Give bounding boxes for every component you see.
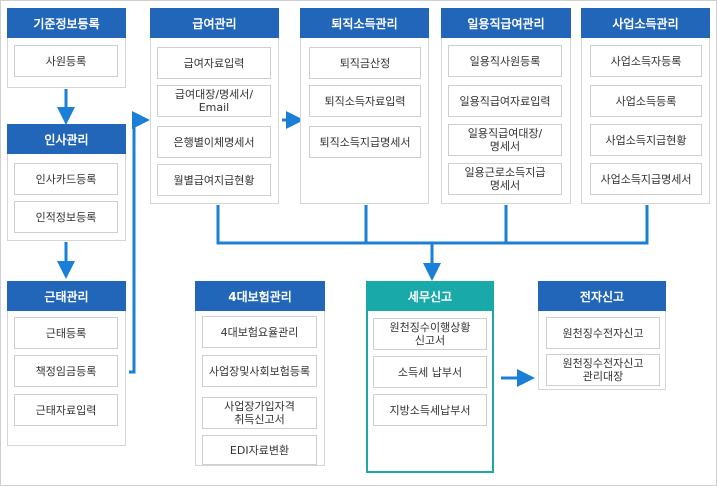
panel-title-tax: 세무신고 <box>366 281 494 311</box>
menu-item-efile-1[interactable]: 원천징수전자신고 관리대장 <box>546 354 660 386</box>
panel-title-business: 사업소득관리 <box>581 8 710 38</box>
menu-item-insurance-3[interactable]: EDI자료변환 <box>202 435 317 465</box>
menu-item-daily-0[interactable]: 일용직사원등록 <box>448 45 562 77</box>
menu-item-attendance-2[interactable]: 근태자료입력 <box>14 394 118 426</box>
menu-item-attendance-1[interactable]: 책정임금등록 <box>14 355 118 387</box>
connector-to-payroll <box>129 111 150 374</box>
menu-item-hr-1[interactable]: 인적정보등록 <box>14 201 118 233</box>
menu-item-tax-1[interactable]: 소득세 납부서 <box>373 356 487 388</box>
menu-item-business-2[interactable]: 사업소득지급현황 <box>590 124 702 156</box>
panel-title-insurance: 4대보험관리 <box>195 281 325 311</box>
menu-item-insurance-0[interactable]: 4대보험요율관리 <box>202 316 317 348</box>
menu-item-insurance-2[interactable]: 사업장가입자격 취득신고서 <box>202 397 317 429</box>
menu-item-hr-0[interactable]: 인사카드등록 <box>14 163 118 195</box>
menu-item-attendance-0[interactable]: 근태등록 <box>14 317 118 349</box>
menu-item-retire-1[interactable]: 퇴직소득자료입력 <box>309 85 421 117</box>
menu-item-daily-1[interactable]: 일용직급여자료입력 <box>448 85 562 117</box>
menu-item-daily-2[interactable]: 일용직급여대장/ 명세서 <box>448 124 562 156</box>
panel-title-attendance: 근태관리 <box>7 281 126 311</box>
menu-item-tax-2[interactable]: 지방소득세납부서 <box>373 394 487 426</box>
menu-item-retire-2[interactable]: 퇴직소득지급명세서 <box>309 126 421 158</box>
menu-item-retire-0[interactable]: 퇴직금산정 <box>309 47 421 79</box>
menu-item-tax-0[interactable]: 원천징수이행상황 신고서 <box>373 318 487 350</box>
menu-item-insurance-1[interactable]: 사업장및사회보험등록 <box>202 355 317 387</box>
panel-title-basic: 기준정보등록 <box>7 8 126 38</box>
menu-item-basic-0[interactable]: 사원등록 <box>14 45 118 77</box>
panel-title-hr: 인사관리 <box>7 124 126 154</box>
menu-item-payroll-1[interactable]: 급여대장/명세서/ Email <box>157 85 271 117</box>
menu-item-business-0[interactable]: 사업소득자등록 <box>590 45 702 77</box>
menu-item-business-3[interactable]: 사업소득지급명세서 <box>590 163 702 195</box>
menu-item-business-1[interactable]: 사업소득등록 <box>590 85 702 117</box>
menu-item-payroll-3[interactable]: 월별급여지급현황 <box>157 164 271 196</box>
panel-title-payroll: 급여관리 <box>150 8 279 38</box>
panel-title-efile: 전자신고 <box>538 281 666 311</box>
menu-item-payroll-2[interactable]: 은행별이체명세서 <box>157 126 271 158</box>
menu-item-efile-0[interactable]: 원천징수전자신고 <box>546 317 660 349</box>
menu-item-daily-3[interactable]: 일용근로소득지급 명세서 <box>448 163 562 195</box>
panel-title-retire: 퇴직소득관리 <box>300 8 429 38</box>
menu-item-payroll-0[interactable]: 급여자료입력 <box>157 47 271 79</box>
merge-line <box>216 205 649 245</box>
panel-title-daily: 일용직급여관리 <box>441 8 571 38</box>
